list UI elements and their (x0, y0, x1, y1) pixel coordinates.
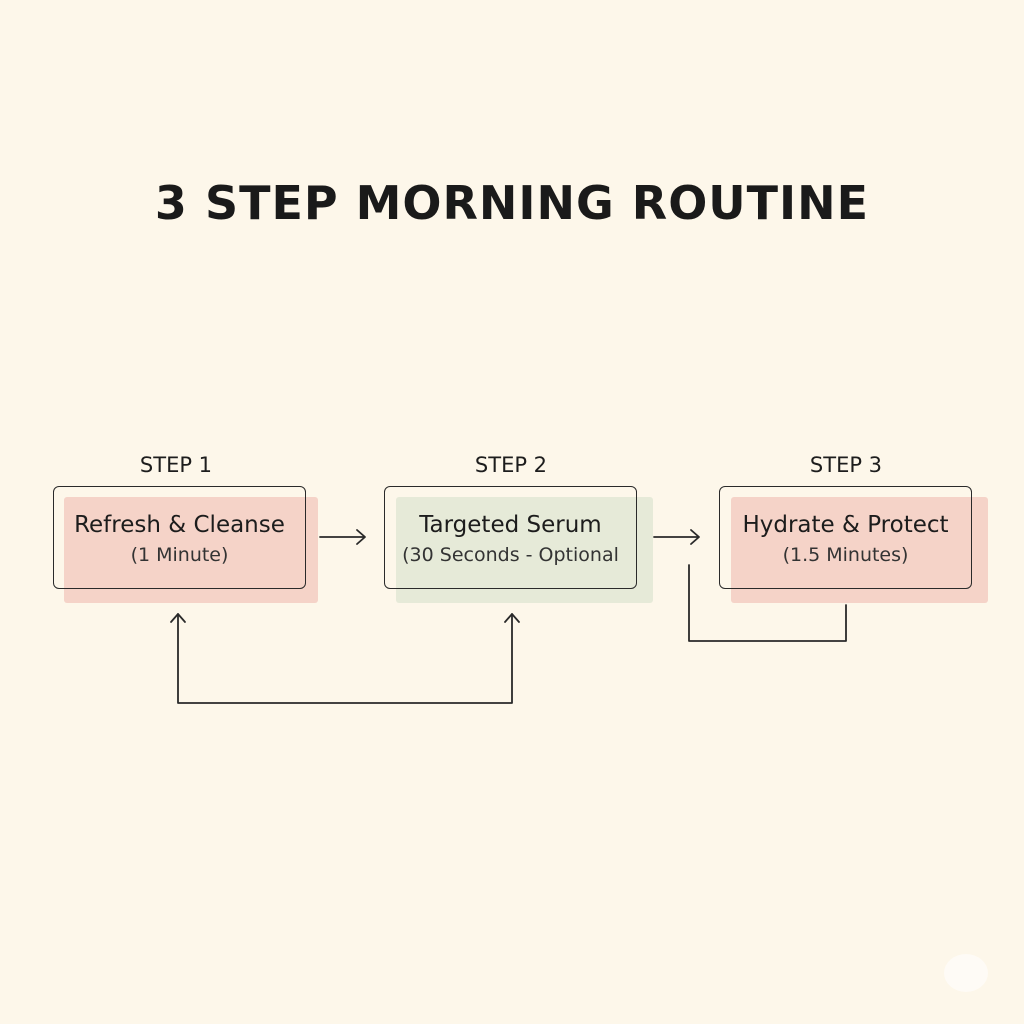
step-1-label: STEP 1 (139, 453, 213, 477)
loop-arrowhead-step1 (170, 613, 186, 623)
step-2-shade (396, 497, 653, 603)
loop-arrowhead-step2 (504, 613, 520, 623)
step-3-box (719, 486, 972, 589)
step-3-text: Hydrate & Protect (1.5 Minutes) (719, 510, 972, 570)
step-2-duration: (30 Seconds - Optional (402, 544, 619, 566)
step-2-name: Targeted Serum (419, 512, 602, 538)
step-3-name: Hydrate & Protect (742, 512, 949, 538)
step-2-text: Targeted Serum (30 Seconds - Optional (384, 510, 637, 570)
step-3-shade (731, 497, 988, 603)
arrow-step2-to-step3 (653, 529, 700, 545)
loop-connector-steps-1-2 (177, 613, 513, 704)
step-1-duration: (1 Minute) (130, 544, 229, 566)
bracket-step3 (688, 564, 847, 642)
step-1-box (53, 486, 306, 589)
step-2-box (384, 486, 637, 589)
watermark-icon (944, 954, 988, 992)
step-1-shade (64, 497, 318, 603)
diagram-title: 3 STEP MORNING ROUTINE (154, 176, 870, 230)
step-1-text: Refresh & Cleanse (1 Minute) (53, 510, 306, 570)
step-1-name: Refresh & Cleanse (74, 512, 285, 538)
step-3-duration: (1.5 Minutes) (782, 544, 909, 566)
step-3-label: STEP 3 (809, 453, 883, 477)
step-2-label: STEP 2 (474, 453, 548, 477)
arrow-step1-to-step2 (319, 529, 366, 545)
